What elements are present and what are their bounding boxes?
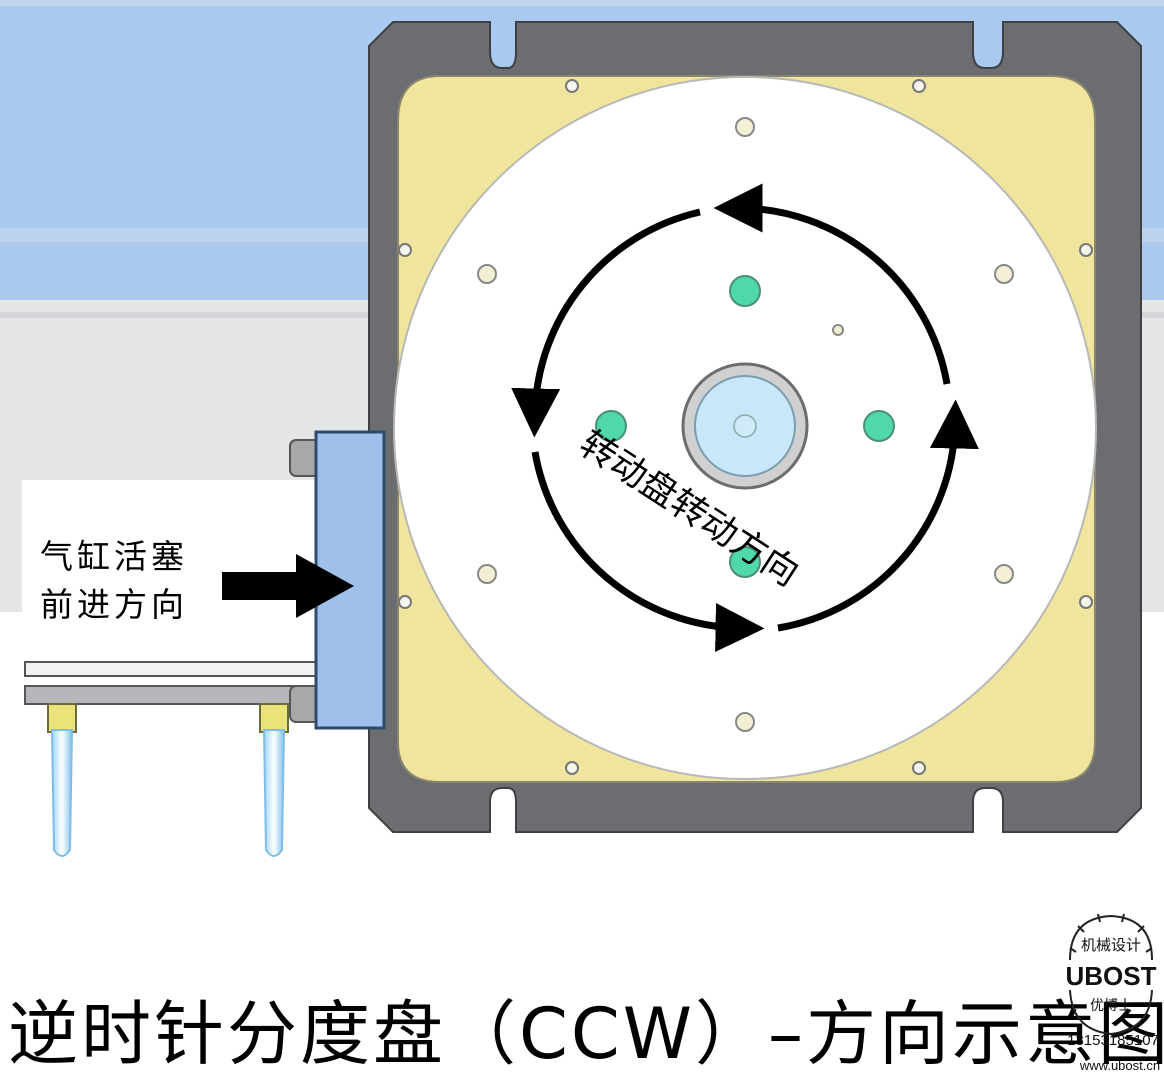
piston-advance-arrow: [222, 554, 354, 618]
disc-bolts: [477, 117, 1014, 732]
gear-icon: [1069, 913, 1153, 1036]
cylinder-label-line2: 前进方向: [40, 585, 188, 624]
rotation-arrows: [511, 183, 979, 653]
logo-url: www.ubost.cn: [1079, 1058, 1160, 1073]
ubost-logo: 机械设计 UBOST 优博士 13153185107 www.ubost.cn: [1066, 913, 1160, 1073]
logo-top-text: 机械设计: [1081, 936, 1141, 954]
center-hub: [681, 362, 809, 490]
positioning-holes: [595, 275, 895, 578]
cylinder-label-line1: 气缸活塞: [40, 537, 188, 576]
diagram-caption: 逆时针分度盘（CCW）–方向示意图: [8, 993, 1164, 1075]
logo-brand: UBOST: [1066, 961, 1157, 991]
arrow-right-ccw: [777, 399, 979, 632]
logo-bottom-text: 优博士: [1090, 997, 1132, 1014]
plate-screws: [398, 79, 1093, 775]
arrow-left-ccw: [511, 208, 701, 438]
arrow-bottom-ccw: [531, 451, 765, 653]
logo-phone: 13153185107: [1067, 1032, 1159, 1049]
arrow-top-ccw: [713, 183, 951, 385]
